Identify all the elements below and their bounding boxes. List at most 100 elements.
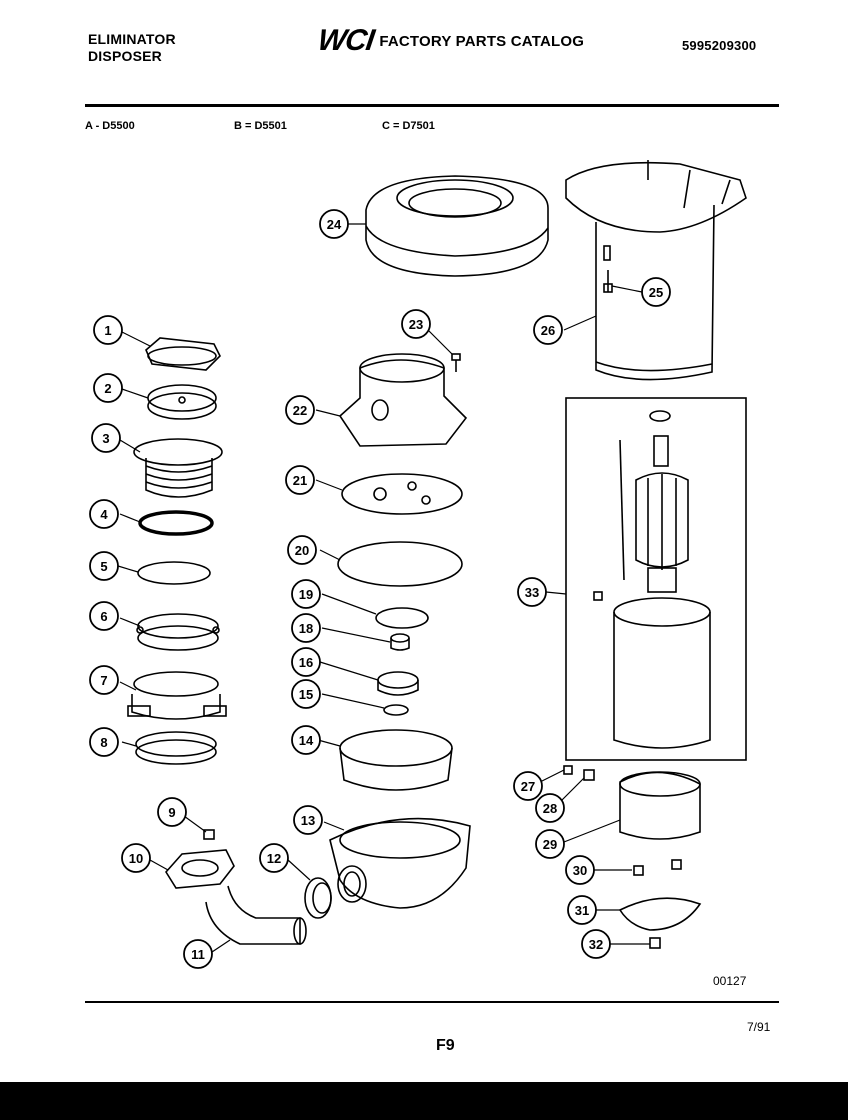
leader-lines	[117, 223, 650, 953]
callout-circle-11	[183, 939, 213, 969]
callout-circle-33	[517, 577, 547, 607]
callout-circle-15	[291, 679, 321, 709]
callout-label-26: 26	[541, 323, 555, 338]
callout-label-4: 4	[100, 507, 108, 522]
catalog-title: FACTORY PARTS CATALOG	[379, 32, 585, 50]
part-15-washer	[383, 704, 409, 716]
part-32-nut	[649, 937, 661, 949]
model-a-label: A - D5500	[85, 120, 135, 132]
part-8-ring	[135, 731, 217, 765]
part-10-flange	[165, 849, 235, 889]
scan-edge-band	[0, 1082, 848, 1120]
callout-circle-5	[89, 551, 119, 581]
part-30-nut	[633, 865, 644, 876]
part-3-sink-flange	[133, 438, 223, 498]
product-title-line1: ELIMINATOR	[88, 31, 176, 47]
callout-label-29: 29	[543, 837, 557, 852]
part-27-nut	[563, 765, 573, 775]
callout-label-24: 24	[327, 217, 342, 232]
part-6-mounting-ring	[136, 613, 220, 651]
callout-label-12: 12	[267, 851, 281, 866]
callout-circle-9	[157, 797, 187, 827]
part-18-sleeve	[390, 633, 410, 651]
part-30b-nut	[671, 859, 682, 870]
callout-circle-21	[285, 465, 315, 495]
callout-circle-1	[93, 315, 123, 345]
part-21-plate	[341, 473, 463, 515]
part-5-ring	[137, 561, 211, 585]
part-26-housing	[565, 160, 747, 381]
callout-label-30: 30	[573, 863, 587, 878]
callout-circle-24	[319, 209, 349, 239]
part-33-motor-box	[565, 397, 747, 761]
callout-circle-3	[91, 423, 121, 453]
part-7-mount-assembly	[127, 671, 227, 720]
callout-circle-4	[89, 499, 119, 529]
callout-circle-27	[513, 771, 543, 801]
callout-label-16: 16	[299, 655, 313, 670]
callout-label-11: 11	[191, 947, 205, 962]
callout-label-1: 1	[104, 323, 111, 338]
header-divider	[85, 104, 779, 107]
callout-label-27: 27	[521, 779, 535, 794]
callout-label-6: 6	[100, 609, 107, 624]
part-20-gasket	[337, 541, 463, 587]
callout-label-20: 20	[295, 543, 309, 558]
part-1-stopper	[145, 337, 221, 371]
callout-circle-18	[291, 613, 321, 643]
part-11-elbow	[205, 885, 307, 945]
part-25-screw	[603, 270, 613, 293]
callout-label-8: 8	[100, 735, 107, 750]
product-title: ELIMINATOR DISPOSER	[88, 31, 176, 65]
callout-label-28: 28	[543, 801, 557, 816]
part-28-nut	[583, 769, 595, 781]
part-29-end-cap	[619, 771, 701, 840]
callout-circle-6	[89, 601, 119, 631]
callout-circle-32	[581, 929, 611, 959]
callout-label-15: 15	[299, 687, 313, 702]
callout-circle-22	[285, 395, 315, 425]
footer-divider	[85, 1001, 779, 1003]
part-2-baffle	[147, 384, 217, 420]
callout-circle-19	[291, 579, 321, 609]
part-23-screw	[451, 353, 461, 372]
diagram-reference: 00127	[713, 974, 747, 988]
callout-label-23: 23	[409, 317, 423, 332]
callout-label-14: 14	[299, 733, 314, 748]
part-31-plate	[618, 897, 702, 931]
catalog-heading: WCI FACTORY PARTS CATALOG	[316, 24, 585, 58]
callout-label-5: 5	[100, 559, 107, 574]
callout-circle-13	[293, 805, 323, 835]
callout-circle-7	[89, 665, 119, 695]
part-22-hopper	[338, 353, 468, 447]
callout-markers: 1234567891011121314151618192021222324252…	[89, 209, 671, 969]
model-b-label: B = D5501	[234, 120, 287, 132]
callout-circle-30	[565, 855, 595, 885]
model-c-label: C = D7501	[382, 120, 435, 132]
callout-label-33: 33	[525, 585, 539, 600]
callout-label-18: 18	[299, 621, 313, 636]
part-number: 5995209300	[682, 38, 757, 53]
part-16-bearing	[377, 671, 419, 696]
callout-label-25: 25	[649, 285, 663, 300]
part-4-gasket	[138, 510, 214, 536]
part-13-lower-housing	[329, 817, 471, 909]
callout-circle-14	[291, 725, 321, 755]
callout-label-22: 22	[293, 403, 307, 418]
part-19-plate	[375, 607, 429, 629]
callout-circle-8	[89, 727, 119, 757]
callout-label-21: 21	[293, 473, 307, 488]
callout-label-31: 31	[575, 903, 589, 918]
revision-date: 7/91	[747, 1020, 771, 1034]
part-12-coupling	[304, 877, 332, 919]
page-number: F9	[436, 1037, 455, 1054]
callout-circle-28	[535, 793, 565, 823]
callout-label-2: 2	[104, 381, 111, 396]
callout-label-32: 32	[589, 937, 603, 952]
callout-circle-10	[121, 843, 151, 873]
callout-label-19: 19	[299, 587, 313, 602]
callout-circle-29	[535, 829, 565, 859]
callout-label-13: 13	[301, 813, 315, 828]
callout-circle-31	[567, 895, 597, 925]
